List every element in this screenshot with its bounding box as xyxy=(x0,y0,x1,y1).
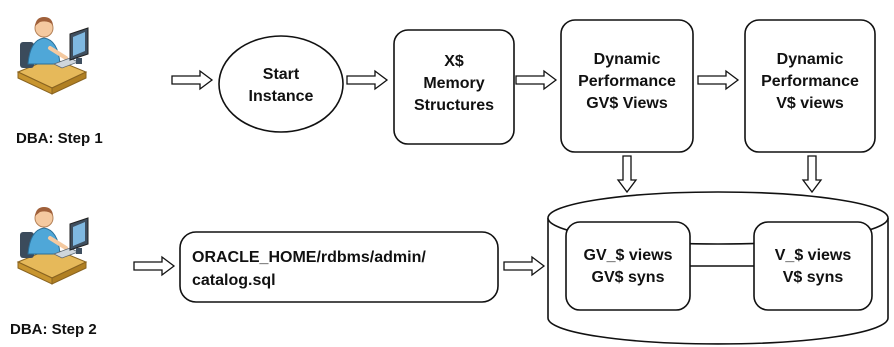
gv-dynamic-node xyxy=(560,19,694,153)
x-memory-line2: Memory xyxy=(423,75,484,92)
arrow-start-to-xmem xyxy=(346,70,388,90)
arrow-gv-to-v xyxy=(697,70,739,90)
arrow-v-to-vviews xyxy=(802,155,822,193)
start-instance-line1: Start xyxy=(263,66,300,83)
arrow-gv-to-gvviews xyxy=(617,155,637,193)
v-views-node xyxy=(753,221,873,311)
v-views-line2: V$ syns xyxy=(783,269,844,286)
v-dynamic-line3: V$ views xyxy=(776,95,844,112)
start-instance-node xyxy=(218,35,344,133)
gv-views-line2: GV$ syns xyxy=(592,269,665,286)
catalog-line1: ORACLE_HOME/rdbms/admin/ xyxy=(192,249,426,266)
arrow-step2-to-catalog xyxy=(133,256,175,276)
v-dynamic-line2: Performance xyxy=(761,73,859,90)
gv-dynamic-line2: Performance xyxy=(578,73,676,90)
gv-views-node xyxy=(565,221,691,311)
dba-step1-label: DBA: Step 1 xyxy=(16,130,103,147)
v-dynamic-line1: Dynamic xyxy=(777,51,844,68)
arrow-catalog-to-db xyxy=(503,256,545,276)
start-instance-line2: Instance xyxy=(249,88,314,105)
catalog-node xyxy=(179,231,499,303)
x-memory-line3: Structures xyxy=(414,97,494,114)
gv-dynamic-line1: Dynamic xyxy=(594,51,661,68)
dba-step2-label: DBA: Step 2 xyxy=(10,321,97,338)
dba-step1-figure xyxy=(16,15,90,96)
gv-dynamic-line3: GV$ Views xyxy=(586,95,668,112)
x-memory-node xyxy=(393,29,515,145)
gv-views-line1: GV_$ views xyxy=(584,247,673,264)
arrow-step1-to-start xyxy=(171,70,213,90)
v-views-line1: V_$ views xyxy=(775,247,852,264)
arrow-xmem-to-gv xyxy=(515,70,557,90)
v-dynamic-node xyxy=(744,19,876,153)
dba-step2-figure xyxy=(16,205,90,286)
x-memory-line1: X$ xyxy=(444,53,464,70)
catalog-line2: catalog.sql xyxy=(192,272,276,289)
